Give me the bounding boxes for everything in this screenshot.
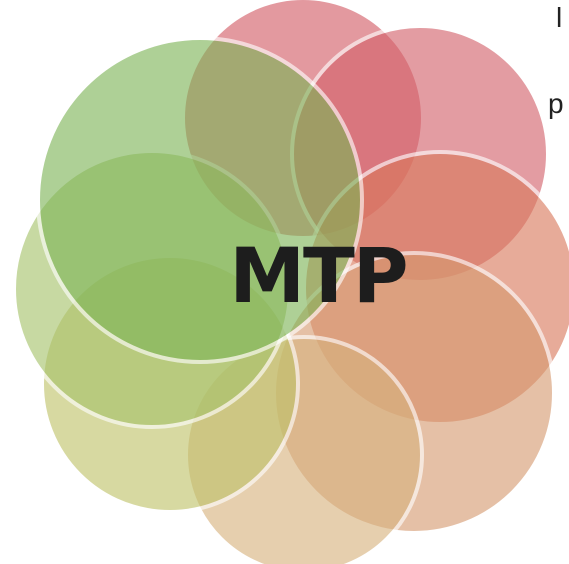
- petals-group: [12, 0, 569, 564]
- center-label: MTP: [229, 231, 406, 320]
- edge-text-middle: p: [548, 88, 564, 119]
- edge-text-top: l: [556, 2, 563, 33]
- petal-top-left: [36, 36, 364, 364]
